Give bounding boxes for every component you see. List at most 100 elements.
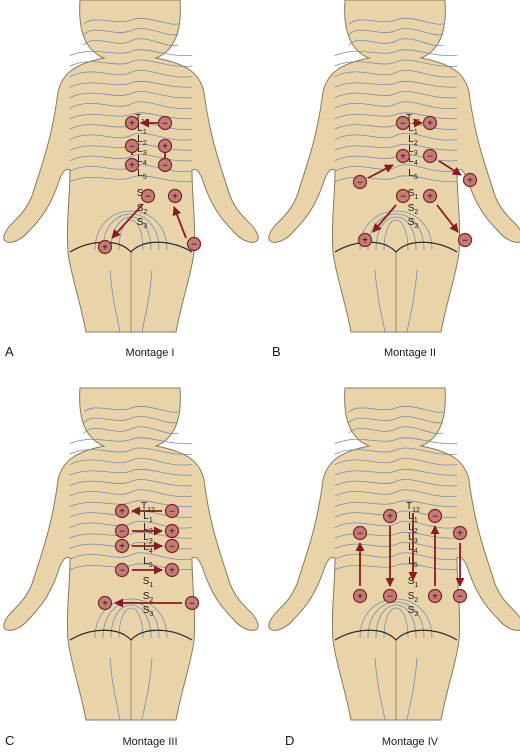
electrode-polarity: +	[432, 592, 438, 603]
dermatome-lines	[334, 17, 458, 333]
electrode-anode: +	[452, 525, 468, 541]
current-arrow	[372, 204, 397, 233]
electrode-cathode: −	[422, 148, 438, 164]
electrode-polarity: +	[387, 512, 393, 523]
vertebra-label-s3: S3	[137, 217, 148, 230]
electrode-anode: +	[462, 172, 478, 188]
electrode-polarity: −	[162, 161, 168, 172]
electrode-polarity: −	[357, 529, 363, 540]
electrode-cathode: −	[395, 115, 411, 131]
electrode-anode: +	[157, 138, 173, 154]
electrode-polarity: +	[102, 599, 108, 610]
electrode-polarity: +	[362, 236, 368, 247]
vertebra-label-s1: S1	[408, 188, 419, 201]
electrode-cathode: −	[157, 115, 173, 131]
vertebra-label-l5: L5	[143, 556, 153, 569]
panel-letter-a: A	[5, 344, 14, 359]
electrode-polarity: +	[162, 142, 168, 153]
current-arrow	[367, 164, 394, 179]
vertebra-label-s1: S1	[143, 576, 154, 589]
vertebra-label-s3: S3	[408, 605, 419, 618]
electrode-cathode: −	[395, 188, 411, 204]
montage-label-d: Montage IV	[381, 736, 439, 748]
torso-shape	[268, 0, 520, 333]
electrode-cathode: −	[352, 174, 368, 190]
vertebra-label-s1: S1	[408, 576, 419, 589]
electrode-cathode: −	[382, 588, 398, 604]
vertebra-label-s3: S3	[143, 605, 154, 618]
vertebra-label-l3: L3	[143, 532, 153, 545]
vertebra-label-l4: L4	[137, 154, 147, 167]
electrode-polarity: +	[427, 192, 433, 203]
electrode-anode: +	[422, 188, 438, 204]
electrode-cathode: −	[157, 157, 173, 173]
current-arrow	[172, 206, 187, 239]
electrode-polarity: +	[119, 542, 125, 553]
electrode-anode: +	[164, 523, 180, 539]
electrode-polarity: −	[462, 236, 468, 247]
torso-shape	[268, 387, 520, 721]
electrode-cathode: −	[457, 232, 473, 248]
electrode-polarity: −	[119, 527, 125, 538]
electrode-polarity: +	[172, 192, 178, 203]
electrode-anode: +	[357, 232, 373, 248]
electrode-anode: +	[124, 157, 140, 173]
current-arrow	[438, 160, 462, 176]
electrode-polarity: +	[427, 119, 433, 130]
electrode-anode: +	[114, 538, 130, 554]
vertebra-label-l3: L3	[137, 144, 147, 157]
electrode-cathode: −	[352, 525, 368, 541]
electrode-polarity: −	[400, 119, 406, 130]
vertebra-label-l2: L2	[137, 134, 147, 147]
panel-letter-d: D	[285, 733, 295, 748]
electrode-polarity: −	[189, 599, 195, 610]
current-arrow	[111, 203, 144, 239]
electrode-polarity: −	[357, 178, 363, 189]
montage-label-a: Montage I	[125, 347, 175, 359]
electrode-anode: +	[164, 562, 180, 578]
torso-shape	[3, 387, 259, 721]
electrode-polarity: −	[129, 142, 135, 153]
electrode-polarity: −	[432, 512, 438, 523]
electrode-cathode: −	[452, 588, 468, 604]
vertebra-label-s2: S2	[408, 203, 419, 216]
electrode-polarity: +	[467, 176, 473, 187]
electrode-cathode: −	[114, 562, 130, 578]
electrode-anode: +	[97, 239, 113, 255]
electrode-polarity: −	[427, 152, 433, 163]
current-arrow	[436, 204, 459, 233]
electrode-polarity: −	[457, 592, 463, 603]
electrode-anode: +	[124, 115, 140, 131]
vertebra-label-s3: S3	[408, 217, 419, 230]
electrode-anode: +	[422, 115, 438, 131]
electrode-polarity: +	[169, 527, 175, 538]
electrode-polarity: +	[400, 152, 406, 163]
vertebra-label-s2: S2	[137, 203, 148, 216]
electrode-polarity: −	[387, 592, 393, 603]
vertebra-label-l4: L4	[408, 154, 418, 167]
electrode-anode: +	[352, 588, 368, 604]
electrode-anode: +	[395, 148, 411, 164]
electrode-anode: +	[114, 503, 130, 519]
electrode-cathode: −	[184, 595, 200, 611]
electrode-anode: +	[167, 188, 183, 204]
electrode-anode: +	[97, 595, 113, 611]
electrode-polarity: +	[169, 566, 175, 577]
electrode-polarity: +	[119, 507, 125, 518]
vertebra-label-l4: L4	[143, 542, 153, 555]
electrode-polarity: −	[162, 119, 168, 130]
vertebra-label-l2: L2	[408, 134, 418, 147]
electrode-anode: +	[382, 508, 398, 524]
electrode-cathode: −	[164, 503, 180, 519]
vertebra-label-l1: L1	[408, 123, 418, 136]
electrode-cathode: −	[114, 523, 130, 539]
panel-letter-c: C	[5, 733, 15, 748]
electrode-polarity: +	[129, 119, 135, 130]
panel-letter-b: B	[272, 344, 281, 359]
